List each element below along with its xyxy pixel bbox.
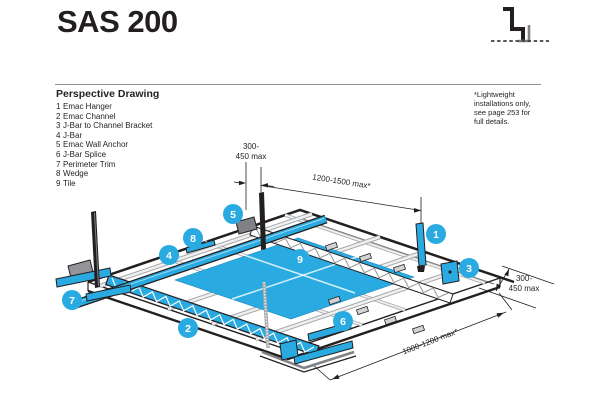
svg-text:8: 8 xyxy=(190,233,196,245)
svg-text:1: 1 xyxy=(433,229,439,241)
page-title: SAS 200 xyxy=(57,4,178,39)
wedge xyxy=(185,239,216,254)
grid-clips xyxy=(324,241,426,335)
svg-text:5: 5 xyxy=(230,209,236,221)
perimeter-trim-corner xyxy=(259,339,357,373)
lightweight-note: *Lightweight installations only, see pag… xyxy=(474,90,531,126)
callout-badges: 1 2 3 4 5 6 7 8 9 xyxy=(62,204,479,338)
j-bar-to-channel-bracket xyxy=(440,260,460,285)
header-divider xyxy=(55,84,541,85)
badge-3: 3 xyxy=(459,258,479,278)
emac-wall-anchor xyxy=(235,216,258,235)
emac-channel-back xyxy=(249,225,454,304)
badge-1: 1 xyxy=(426,224,446,244)
svg-text:300-: 300- xyxy=(243,142,259,151)
hanger-rods xyxy=(91,192,270,349)
badge-7: 7 xyxy=(62,290,82,310)
badge-4: 4 xyxy=(159,245,179,265)
badge-9: 9 xyxy=(290,249,310,269)
badge-2: 2 xyxy=(178,318,198,338)
svg-text:7: 7 xyxy=(69,295,75,307)
section-heading: Perspective Drawing xyxy=(56,88,160,100)
svg-text:450 max: 450 max xyxy=(236,152,267,161)
trim-profile-icon xyxy=(491,7,549,43)
svg-text:300-: 300- xyxy=(516,274,532,283)
badge-5: 5 xyxy=(223,204,243,224)
svg-text:6: 6 xyxy=(340,316,346,328)
svg-text:1000-1200 max*: 1000-1200 max* xyxy=(401,327,459,356)
emac-hanger xyxy=(415,222,427,272)
svg-text:450 max: 450 max xyxy=(509,284,540,293)
svg-text:1200-1500 max*: 1200-1500 max* xyxy=(312,172,371,190)
badge-6: 6 xyxy=(333,311,353,331)
badge-8: 8 xyxy=(183,228,203,248)
svg-text:9: 9 xyxy=(297,254,303,266)
svg-text:3: 3 xyxy=(466,263,472,275)
svg-text:4: 4 xyxy=(166,250,172,262)
svg-text:2: 2 xyxy=(185,323,191,335)
